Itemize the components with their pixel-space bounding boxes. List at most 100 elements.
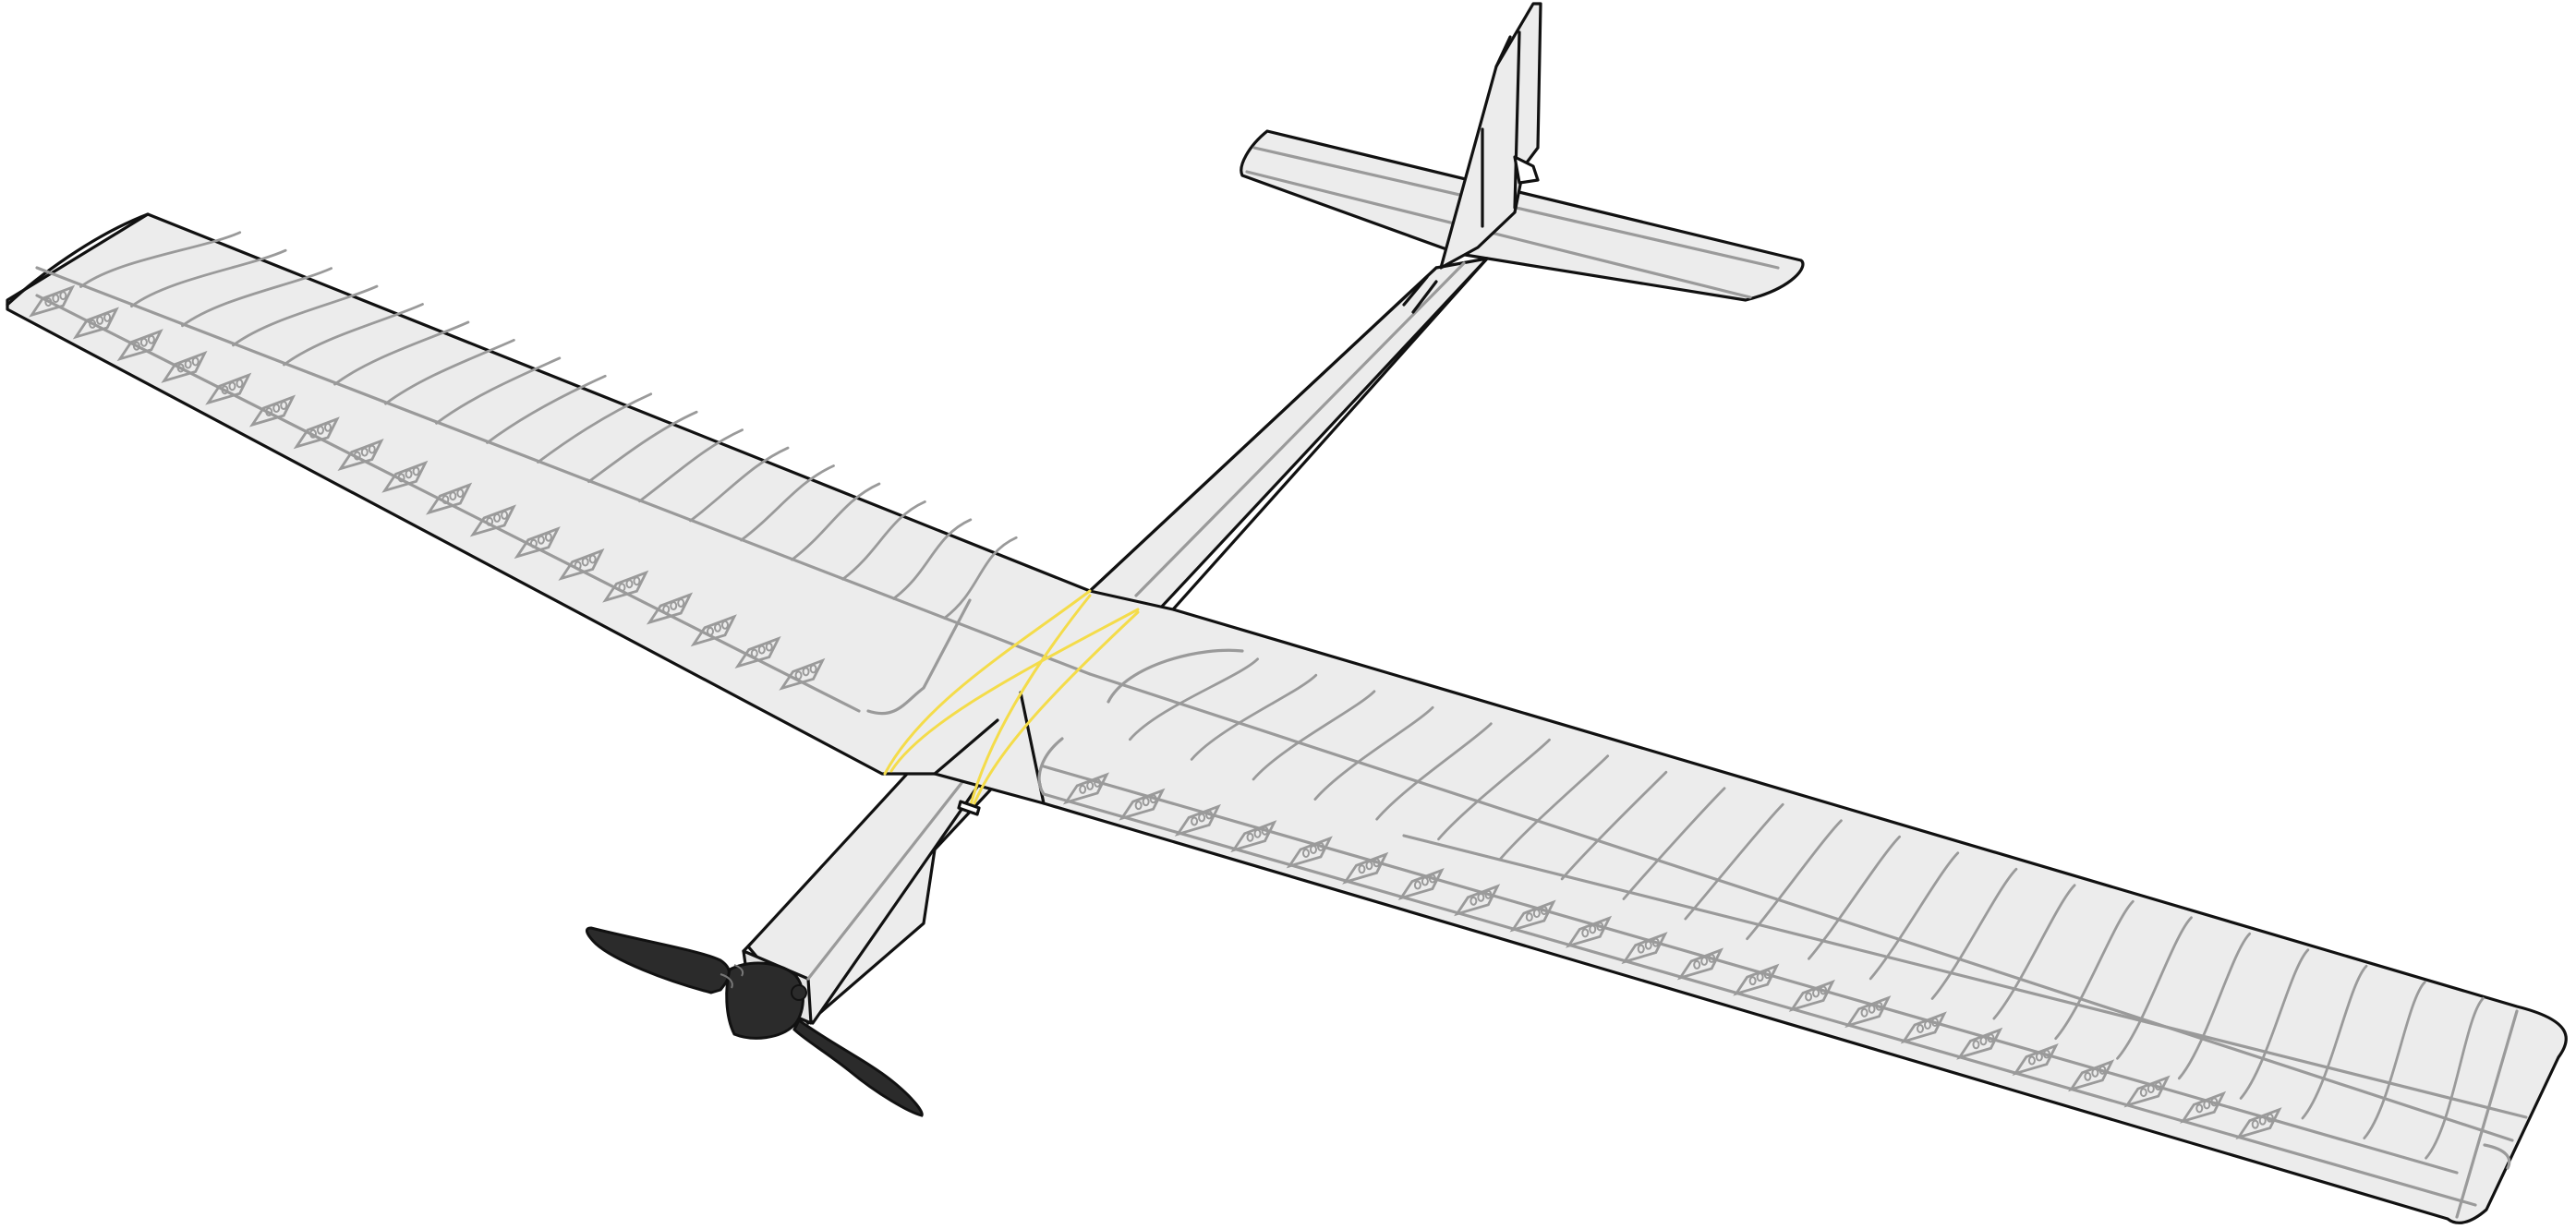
spar-block xyxy=(2012,1042,2059,1076)
spar-block-outline xyxy=(2179,1090,2227,1124)
spar-block-outline xyxy=(381,460,429,493)
lightening-hole xyxy=(1708,953,1716,963)
lightening-hole xyxy=(1693,959,1701,970)
spar-block xyxy=(72,307,119,340)
spar-block-outline xyxy=(248,394,296,428)
lightening-hole xyxy=(2258,1115,2267,1126)
spar-block-outline xyxy=(72,307,119,340)
spar-block xyxy=(161,350,208,383)
lightening-hole xyxy=(1917,1024,1924,1033)
wing-rib xyxy=(1869,851,1960,981)
spar-block xyxy=(514,526,561,560)
vertical-fin xyxy=(1439,2,1542,270)
propeller xyxy=(585,926,924,1117)
lightening-hole xyxy=(265,407,273,417)
spar-block-outline xyxy=(1062,772,1110,805)
lightening-hole xyxy=(588,554,597,564)
lightening-hole xyxy=(1373,858,1381,868)
spar-block-outline xyxy=(1286,836,1333,869)
lightening-hole xyxy=(2203,1100,2211,1110)
lightening-hole xyxy=(1875,1001,1883,1011)
spar-block-outline xyxy=(1119,788,1166,821)
spar-block-outline xyxy=(690,614,737,647)
spar-block-outline xyxy=(426,482,473,515)
spar-block-outline xyxy=(734,636,781,669)
lightening-hole xyxy=(1532,909,1541,919)
lightening-hole xyxy=(1365,861,1373,871)
wing-rib xyxy=(333,320,470,386)
spar-block xyxy=(1676,947,1724,981)
lightening-hole xyxy=(52,294,60,304)
lightening-hole xyxy=(662,605,671,615)
wing-rib xyxy=(1498,754,1610,861)
lightening-hole xyxy=(456,488,465,499)
wing-rib xyxy=(384,338,515,405)
wing-rib xyxy=(181,267,333,328)
lightening-hole xyxy=(1589,924,1597,934)
lightening-hole xyxy=(1198,813,1206,823)
wing-rib xyxy=(1190,673,1318,761)
lightening-hole xyxy=(1317,842,1324,851)
spar-block-outline xyxy=(1230,820,1277,853)
wing-rib xyxy=(1992,884,2076,1020)
lightening-hole xyxy=(228,381,236,392)
lightening-hole xyxy=(1540,906,1548,916)
lightening-hole xyxy=(802,667,810,677)
lightening-hole xyxy=(1246,832,1254,842)
spar-block xyxy=(1119,788,1166,821)
lightening-hole xyxy=(1142,797,1150,807)
spar-block-outline xyxy=(1676,947,1724,981)
lightening-hole xyxy=(2091,1067,2099,1078)
spar-block-outline xyxy=(1788,979,1835,1012)
lightening-hole xyxy=(1302,849,1310,858)
lightening-hole xyxy=(529,538,538,548)
lightening-hole xyxy=(44,297,53,307)
spar-block xyxy=(1174,803,1221,837)
spar-block-outline xyxy=(161,350,208,383)
spar-block xyxy=(2123,1075,2171,1108)
spar-block-outline xyxy=(1342,851,1389,885)
tail-mount xyxy=(1402,275,1438,314)
lightening-hole xyxy=(537,535,545,545)
spar-block xyxy=(2179,1090,2227,1124)
wing-rib xyxy=(1129,657,1259,741)
spar-block-outline xyxy=(1844,995,1892,1029)
lightening-hole xyxy=(1931,1018,1939,1027)
wing-rib xyxy=(1560,770,1668,881)
lightening-hole xyxy=(353,451,361,461)
lightening-hole xyxy=(2042,1049,2050,1059)
wing-rib xyxy=(2054,899,2135,1041)
lightening-hole xyxy=(2098,1065,2107,1075)
spar-block xyxy=(646,592,694,625)
wing-rib xyxy=(943,536,1018,620)
wing-rib xyxy=(232,284,379,347)
spar-block-outline xyxy=(2123,1075,2171,1108)
wing-rib xyxy=(79,231,242,288)
spar-block xyxy=(2235,1107,2282,1140)
spar-block xyxy=(248,394,296,428)
wing-rib xyxy=(841,500,926,581)
lightening-hole xyxy=(2084,1071,2092,1081)
lightening-hole xyxy=(1596,922,1604,932)
wing-rib xyxy=(2239,948,2310,1100)
lightening-hole xyxy=(1748,976,1757,986)
lightening-hole xyxy=(412,466,420,476)
lightening-hole xyxy=(89,319,97,329)
lightening-hole xyxy=(625,579,634,589)
spar-block xyxy=(1062,772,1110,805)
spar-block xyxy=(1342,851,1389,885)
spar-block xyxy=(1509,899,1556,933)
spar-block xyxy=(1454,884,1501,917)
lightening-hole xyxy=(2210,1097,2219,1107)
wing-rib xyxy=(2301,964,2368,1120)
spar-block xyxy=(426,482,473,515)
lightening-hole xyxy=(1484,889,1493,899)
wing-rib xyxy=(791,482,881,561)
spar-block-outline xyxy=(1956,1027,2003,1060)
wing-rib xyxy=(1437,738,1551,841)
spar-block-outline xyxy=(558,548,605,581)
wing-rib xyxy=(740,464,835,542)
lightening-hole xyxy=(280,401,288,411)
spar-block xyxy=(116,329,163,362)
wing-rib xyxy=(283,303,424,367)
